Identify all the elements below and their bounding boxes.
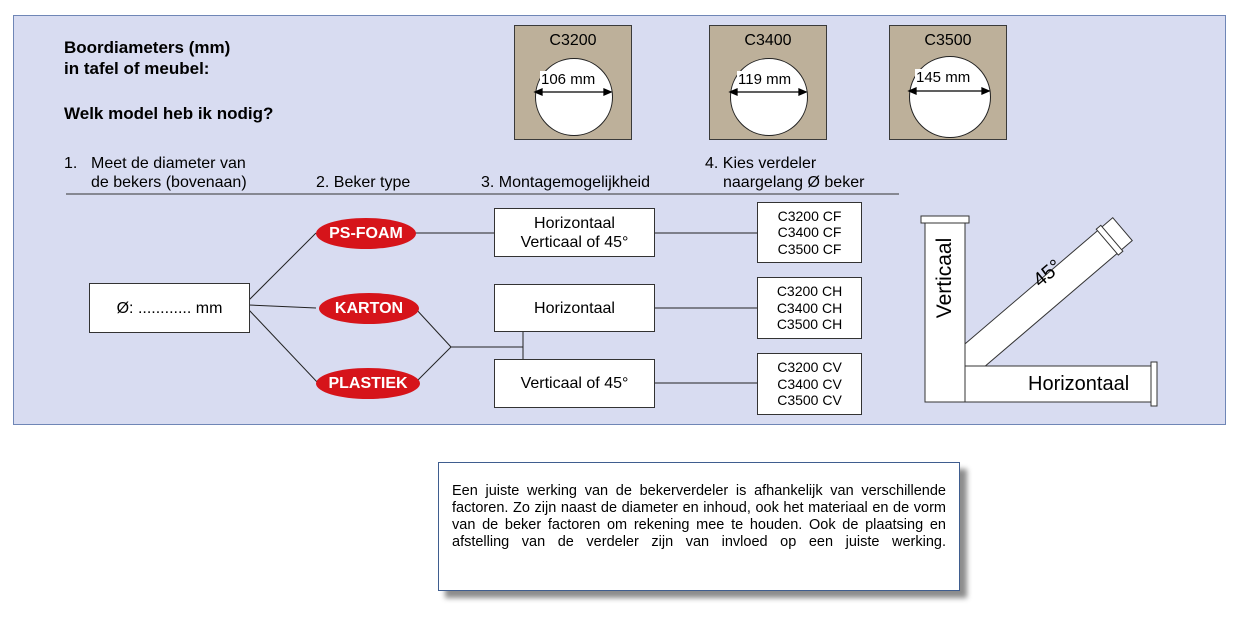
title-line-2: in tafel of meubel: [64, 59, 210, 78]
model-item: C3200 CH [776, 283, 843, 300]
step4-line1: 4. Kies verdeler [705, 155, 817, 172]
cutout-model-label: C3500 [924, 32, 972, 49]
step1-line2: de bekers (bovenaan) [91, 174, 247, 191]
mounting-option-3: Verticaal of 45° [494, 359, 655, 408]
cutout-model-label: C3400 [744, 32, 792, 49]
model-box-cf: C3200 CF C3400 CF C3500 CF [757, 202, 862, 263]
model-item: C3400 CH [776, 299, 843, 316]
model-box-cv: C3200 CV C3400 CV C3500 CV [757, 353, 862, 415]
mounting-option-2-text: Horizontaal [534, 299, 615, 317]
cutout-model-label: C3200 [549, 32, 597, 49]
model-item: C3400 CF [777, 224, 842, 241]
orientation-horizontal-label: Horizontaal [1028, 373, 1130, 395]
model-item: C3200 CF [777, 207, 842, 224]
orientation-vertical-label: Verticaal [933, 237, 956, 319]
model-item: C3500 CH [776, 316, 843, 333]
question: Welk model heb ik nodig? [64, 104, 274, 123]
mounting-option-1-line1: Horizontaal [534, 214, 615, 232]
step1-number: 1. [64, 155, 78, 172]
diameter-input-box: Ø: ............ mm [89, 283, 250, 333]
step1-line1: Meet de diameter van [91, 155, 246, 172]
cup-type-ps-foam: PS-FOAM [316, 218, 416, 249]
cutout-c3500: C3500 [889, 25, 1007, 140]
info-note: Een juiste werking van de bekerverdeler … [438, 462, 960, 591]
model-box-ch: C3200 CH C3400 CH C3500 CH [757, 277, 862, 339]
model-item: C3200 CV [777, 359, 842, 376]
title-line-1: Boordiameters (mm) [64, 38, 231, 57]
model-item: C3500 CF [777, 240, 842, 257]
cup-type-plastiek: PLASTIEK [316, 368, 420, 399]
diameter-input-text: Ø: ............ mm [116, 299, 223, 317]
cup-type-karton: KARTON [319, 293, 419, 324]
model-item: C3500 CV [777, 392, 842, 409]
mounting-option-3-text: Verticaal of 45° [520, 375, 629, 392]
dimension-label-c3200: 106 mm [540, 71, 597, 88]
mounting-option-1-line2: Verticaal of 45° [520, 233, 629, 251]
mounting-option-1: Horizontaal Verticaal of 45° [494, 208, 655, 257]
dimension-label-c3400: 119 mm [737, 71, 793, 88]
step3-header: 3. Montagemogelijkheid [481, 174, 650, 191]
dimension-label-c3500: 145 mm [915, 69, 972, 86]
model-item: C3400 CV [777, 375, 842, 392]
mounting-option-2: Horizontaal [494, 284, 655, 332]
step4-line2: naargelang Ø beker [723, 174, 865, 191]
step2-header: 2. Beker type [316, 174, 411, 191]
